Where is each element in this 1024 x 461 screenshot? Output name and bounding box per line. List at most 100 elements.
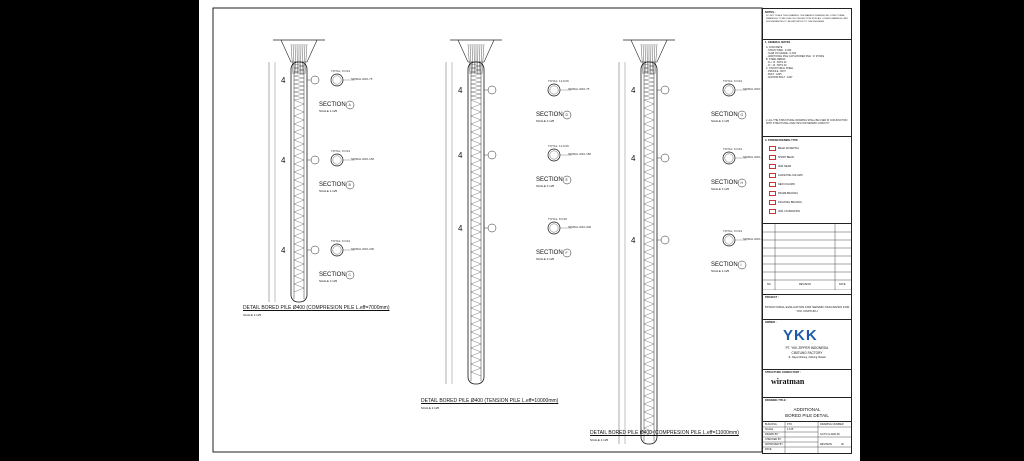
- consultant-logo: wiratman: [771, 377, 805, 386]
- section-rebar-note: TOTAL: 6 D13: [331, 239, 351, 243]
- info-field-value: 1:125: [787, 428, 794, 431]
- section-spiral-note: SPIRAL Ø10-200: [743, 237, 767, 241]
- section-rebar-note: TOTAL: 6 D13: [331, 149, 351, 153]
- legend-item: DIAGONAL BRACING: [769, 200, 802, 205]
- section-label: SECTION: [319, 102, 346, 108]
- pile-1-spiral: [293, 63, 305, 293]
- level-marker: 4: [281, 156, 286, 165]
- info-field-label: BUILDING: [765, 423, 777, 426]
- section-scale: SCALE 1:125: [536, 119, 555, 123]
- section-rebar-note: TOTAL: 8 D16: [548, 217, 568, 221]
- revision-col-date: DATE: [839, 283, 846, 286]
- project-text: STRUCTURAL EVALUATION FOR SEISMIC DIAGNO…: [764, 305, 850, 313]
- pile-1-section-tag-circle: [345, 100, 355, 110]
- info-field-label: APPROVED BY: [765, 443, 783, 446]
- general-notes-heading: 1. GENERAL NOTES: [765, 41, 791, 44]
- pile-1-top-bar: [300, 43, 302, 75]
- pile-title: DETAIL BORED PILE Ø400 (COMPRESION PILE …: [590, 430, 739, 436]
- owner-company: PT. YKK ZIPPER INDONESIA: [785, 346, 829, 350]
- section-rebar-note: TOTAL: 12 D16: [548, 79, 569, 83]
- section-tag: E: [565, 177, 568, 182]
- drawing-title-heading: DRAWING TITLE :: [765, 399, 788, 402]
- info-field-label: SCALE: [765, 428, 774, 431]
- drawing-number-label: DRAWING NUMBER: [820, 423, 844, 426]
- pile-3-section-inner: [724, 235, 734, 245]
- section-tag: H: [740, 180, 744, 185]
- drawing-frame: [212, 7, 763, 453]
- pile-title-scale: SCALE 1:125: [243, 313, 262, 317]
- legend-swatch: [769, 191, 776, 196]
- section-spiral-note: SPIRAL Ø10-150: [743, 155, 767, 159]
- pile-2-cut-marker: [487, 223, 497, 233]
- pile-1-section-inner: [332, 155, 342, 165]
- section-spiral-note: SPIRAL Ø10-200: [568, 225, 592, 229]
- pile-1-top-bar: [294, 43, 297, 75]
- pile-2-section-tag-circle: [562, 248, 572, 258]
- section-scale: SCALE 1:125: [711, 187, 730, 191]
- legend-item: JACKETING COLUMN: [769, 173, 802, 178]
- pile-title: DETAIL BORED PILE Ø400 (TENSION PILE L.e…: [421, 398, 559, 404]
- legend-swatch: [769, 155, 776, 160]
- section-label: SECTION: [536, 112, 563, 118]
- pile-title-scale: SCALE 1:125: [590, 438, 609, 442]
- pile-title-scale: SCALE 1:125: [421, 406, 440, 410]
- pile-3-pile-body: [640, 61, 658, 445]
- pile-1-cut-marker: [310, 75, 320, 85]
- section-spiral-note: SPIRAL Ø10-75: [568, 87, 590, 91]
- section-label: SECTION: [536, 250, 563, 256]
- sheet-label: REVISION: [820, 443, 832, 446]
- info-field-value: FTO: [787, 423, 792, 426]
- section-rebar-note: TOTAL: 6 D13: [723, 147, 743, 151]
- section-spiral-note: SPIRAL Ø10-200: [351, 247, 375, 251]
- legend-item: SHORT BEAM: [769, 155, 794, 160]
- section-scale: SCALE 1:125: [319, 279, 338, 283]
- pile-1-cut-marker: [310, 155, 320, 165]
- section-tag: G: [740, 112, 744, 117]
- legend-label: ADD. BEAM: [778, 165, 792, 169]
- pile-3-cut-marker: [660, 85, 670, 95]
- pile-1-cut-marker: [310, 245, 320, 255]
- legend-item: FRAME BRACING: [769, 191, 798, 196]
- legend-heading: 3. STRENGTHENING TYPE: [765, 139, 798, 142]
- section-label: SECTION: [711, 262, 738, 268]
- legend-swatch: [769, 146, 776, 151]
- section-spiral-note: SPIRAL Ø10-75: [743, 87, 765, 91]
- section-spiral-note: SPIRAL Ø10-150: [568, 152, 592, 156]
- legend-item: BEAM JACKETING: [769, 146, 799, 151]
- section-rebar-note: TOTAL: 12 D16: [548, 144, 569, 148]
- pile-1-top-bar: [290, 43, 294, 75]
- section-spiral-note: SPIRAL Ø10-150: [351, 157, 375, 161]
- pile-3-section-inner: [724, 85, 734, 95]
- pile-1-section-tag-circle: [345, 180, 355, 190]
- section-label: SECTION: [711, 112, 738, 118]
- section-scale: SCALE 1:125: [711, 119, 730, 123]
- legend-swatch: [769, 173, 776, 178]
- owner-address: JL. Raya Cibitung, Cibitung, Bekasi: [788, 356, 826, 359]
- pile-3-top-bar: [650, 43, 652, 75]
- info-field-label: CHECKED BY: [765, 438, 782, 441]
- section-scale: SCALE 1:125: [319, 189, 338, 193]
- pile-2-cut-marker: [487, 85, 497, 95]
- section-rebar-note: TOTAL: 6 D13: [723, 229, 743, 233]
- title-block: NOTES : DO NOT SCALE THIS DRAWING. THE M…: [762, 8, 852, 454]
- pile-2-top-bar: [473, 43, 475, 75]
- pile-1-pile-body: [290, 61, 308, 303]
- drawing-info-table: [763, 422, 851, 453]
- pile-2-top-bar: [467, 43, 471, 75]
- section-label: SECTION: [711, 180, 738, 186]
- pile-3-spiral: [643, 63, 655, 437]
- section-label: SECTION: [536, 177, 563, 183]
- level-marker: 4: [458, 224, 463, 233]
- pile-3-top-bar: [651, 43, 654, 75]
- general-notes-text: A. CONCRETE - STRUCTURE : K-300 - SLAB O…: [766, 46, 825, 79]
- pile-1-section-tag-circle: [345, 270, 355, 280]
- pile-2-section-inner: [549, 150, 559, 160]
- revision-col-revision: REVISION: [799, 283, 811, 286]
- pile-3-top-bar: [646, 43, 648, 75]
- info-field-label: DATE: [765, 448, 772, 451]
- level-marker: 4: [458, 86, 463, 95]
- pile-2-section-inner: [549, 223, 559, 233]
- legend-label: NEW COLUMN: [778, 183, 795, 187]
- drawing-number: S-FTO-S-ADD-06: [820, 433, 840, 436]
